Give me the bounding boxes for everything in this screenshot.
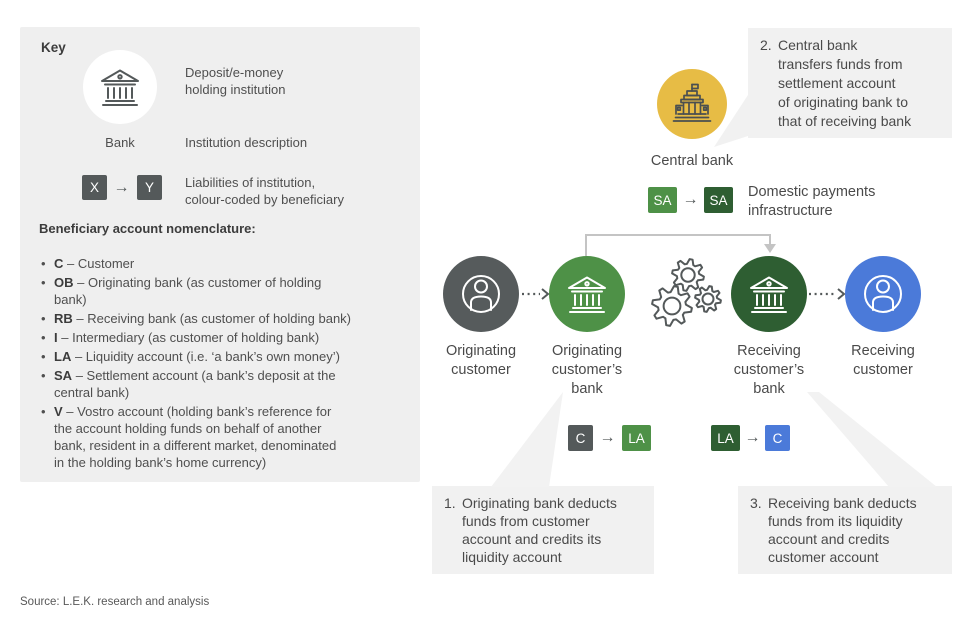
callout3-tail — [807, 392, 937, 487]
sa-arrow-icon: → — [682, 191, 699, 208]
bank-legend-circle — [83, 50, 157, 124]
callout-text: Central bank transfers funds from settle… — [778, 37, 912, 129]
c-la-arrow-icon: → — [599, 429, 616, 446]
central-bank-label: Central bank — [650, 153, 734, 169]
c-la-chip-to: LA — [622, 425, 651, 451]
originating-bank-circle — [549, 256, 625, 332]
originating-customer-label: Originating customer — [445, 343, 517, 378]
receiving-bank-label: Receiving customer’s bank — [733, 343, 805, 397]
bank-legend-label: Bank — [105, 135, 135, 150]
central-bank-circle — [657, 69, 727, 139]
bank-icon — [101, 69, 139, 106]
central-bank-icon — [672, 83, 712, 122]
source-note: Source: L.E.K. research and analysis — [20, 596, 210, 608]
callout1-tail — [491, 392, 563, 487]
callout-text: Receiving bank deducts funds from its li… — [768, 495, 917, 565]
la-c-arrow-icon: → — [744, 429, 761, 446]
c-la-chip-from: C — [568, 425, 593, 451]
liability-chip-x: X — [82, 175, 107, 200]
settlement-route-connector — [585, 234, 771, 256]
person-icon — [864, 275, 902, 313]
settlement-route-arrowhead-icon — [764, 244, 776, 253]
sa-chip-from: SA — [648, 187, 677, 213]
la-c-chip-from: LA — [711, 425, 740, 451]
list-item: OB – Originating bank (as customer of ho… — [39, 274, 409, 308]
callout-step-1: 1. Originating bank deducts funds from c… — [432, 486, 654, 574]
receiving-bank-circle — [731, 256, 807, 332]
callout-number: 2. — [760, 37, 772, 53]
receiving-customer-label: Receiving customer — [851, 343, 915, 378]
xy-arrow-icon: → — [113, 179, 130, 196]
callout-number: 1. — [444, 495, 456, 511]
bank-legend-description: Deposit/e-money holding institution — [185, 65, 286, 97]
institution-description-label: Institution description — [185, 135, 308, 150]
list-item: V – Vostro account (holding bank’s refer… — [39, 403, 409, 471]
list-item: RB – Receiving bank (as customer of hold… — [39, 310, 409, 327]
nomenclature-list: C – Customer OB – Originating bank (as c… — [39, 255, 409, 473]
dotted-arrow-left-head-icon — [541, 288, 550, 300]
nomenclature-title: Beneficiary account nomenclature: — [39, 221, 256, 236]
receiving-customer-circle — [845, 256, 921, 332]
callout-number: 3. — [750, 495, 762, 511]
callout-step-3: 3. Receiving bank deducts funds from its… — [738, 486, 952, 574]
bank-icon — [568, 276, 606, 313]
liabilities-description: Liabilities of institution, colour-coded… — [185, 175, 344, 207]
originating-customer-circle — [443, 256, 519, 332]
callout-step-2: 2. Central bank transfers funds from set… — [748, 28, 952, 138]
list-item: SA – Settlement account (a bank’s deposi… — [39, 367, 409, 401]
bank-icon — [750, 276, 788, 313]
person-icon — [462, 275, 500, 313]
liability-chip-y: Y — [137, 175, 162, 200]
key-panel: Key Bank Deposit/e-money holding institu… — [20, 27, 420, 482]
la-c-chip-to: C — [765, 425, 790, 451]
list-item: C – Customer — [39, 255, 409, 272]
sa-chip-to: SA — [704, 187, 733, 213]
gears-icon — [651, 258, 722, 327]
callout-text: Originating bank deducts funds from cust… — [462, 495, 617, 565]
originating-bank-label: Originating customer’s bank — [551, 343, 623, 397]
list-item: LA – Liquidity account (i.e. ‘a bank’s o… — [39, 348, 409, 365]
infrastructure-label: Domestic payments infrastructure — [748, 184, 876, 219]
dotted-arrow-right-head-icon — [837, 288, 846, 300]
list-item: I – Intermediary (as customer of holding… — [39, 329, 409, 346]
key-title: Key — [41, 40, 66, 55]
